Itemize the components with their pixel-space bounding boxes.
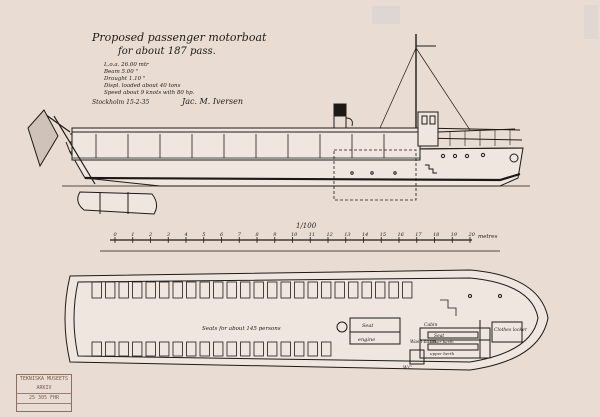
stamp-line-2: 25 305 FHR [17,394,71,404]
label-engine: engine [358,337,375,343]
title-line-2: for about 187 pass. [117,46,216,57]
label-lower-berth: lower berth [430,339,454,344]
seat-bench [105,281,116,299]
scale-tick-label: 20 [468,232,476,238]
label-wash-basin: Wash-basin [410,339,436,345]
scale-tick-label: 14 [362,232,368,238]
seat-bench [294,281,305,299]
scale-tick-label: 12 [327,232,333,238]
scale-tick-label: 18 [433,232,439,238]
scale-tick-label: 7 [238,232,242,238]
scale-tick-label: 4 [184,232,188,238]
label-wc: W.C. [403,365,414,371]
seat-bench [240,341,251,357]
label-upper-berth: upper berth [430,351,455,356]
seat-bench [307,281,318,299]
label-seat-2: Seat [434,333,444,339]
side-elevation [27,34,530,215]
scale-tick-label: 6 [220,232,224,238]
seat-bench [321,281,332,299]
seat-bench [145,341,156,357]
seat-bench [105,341,116,357]
label-seat: Seat [362,323,374,329]
spec-displacement: Displ. loaded about 40 tons [103,83,181,89]
scale-tick-label: 13 [344,232,350,238]
seat-bench [321,341,332,357]
stamp-line-1: TEKNISKA MUSEETS ARKIV [17,375,71,394]
spec-loa: L.o.a. 26.00 mtr [103,62,149,68]
spec-speed: Speed about 9 knots with 80 hp. [104,90,195,96]
spec-beam: Beam 5.00 " [103,69,138,75]
seat-bench [213,281,224,299]
scale-tick-label: 2 [148,232,152,238]
seat-bench [294,341,305,357]
seat-bench [91,341,102,357]
seat-bench [145,281,156,299]
seat-bench [213,341,224,357]
spec-draught: Draught 1.10 " [103,76,145,82]
scale-ratio: 1/100 [296,222,317,230]
scale-unit: metres [478,234,498,240]
seat-bench [132,341,143,357]
seat-bench [226,341,237,357]
tape-right [584,5,598,39]
seat-bench [159,281,170,299]
title-line-1: Proposed passenger motorboat [91,31,267,44]
seat-bench [253,341,264,357]
scale-tick-label: 10 [291,232,298,238]
seat-bench [172,281,183,299]
tape-top [372,6,400,24]
scale-tick-label: 0 [114,232,118,238]
seat-bench [253,281,264,299]
seat-bench [348,281,359,299]
scale-tick-label: 1 [131,232,134,238]
seat-bench [280,341,291,357]
seat-bench [307,341,318,357]
seat-bench [388,281,399,299]
seat-bench [132,281,143,299]
scale-tick-label: 9 [273,232,277,238]
archive-stamp: TEKNISKA MUSEETS ARKIV 25 305 FHR [16,374,72,412]
scale-tick-label: 19 [451,232,458,238]
seat-bench [91,281,102,299]
seat-bench [118,281,129,299]
seat-bench [402,281,413,299]
signature: Jac. M. Iversen [180,97,243,106]
seat-bench [280,281,291,299]
scale-tick-label: 5 [202,232,205,238]
seat-bench [186,281,197,299]
scale-tick-label: 11 [309,232,315,238]
seat-bench [361,281,372,299]
plan-labels: Seats for about 145 persons Seat engine … [202,322,528,371]
seat-bench [226,281,237,299]
seat-bench [199,341,210,357]
seat-bench [334,281,345,299]
scale-tick-label: 3 [167,232,170,238]
label-cabin: Cabin [424,322,437,328]
seat-bench [267,281,278,299]
seat-bench [199,281,210,299]
seat-bench [159,341,170,357]
seat-bench [172,341,183,357]
spec-list: L.o.a. 26.00 mtr Beam 5.00 " Draught 1.1… [103,62,195,96]
seat-bench [118,341,129,357]
place-date: Stockholm 15-2-35 [92,99,149,106]
seat-bench [267,341,278,357]
deck-plan [64,269,549,371]
label-clothes-locker: Clothes locker [494,327,528,333]
seat-bench [375,281,386,299]
scale-tick-label: 15 [380,232,386,238]
scale-tick-label: 17 [415,232,422,238]
scale-tick-label: 16 [398,232,405,238]
scale-tick-label: 8 [256,232,259,238]
label-seats-note: Seats for about 145 persons [202,326,281,332]
seat-bench [186,341,197,357]
seat-bench [240,281,251,299]
